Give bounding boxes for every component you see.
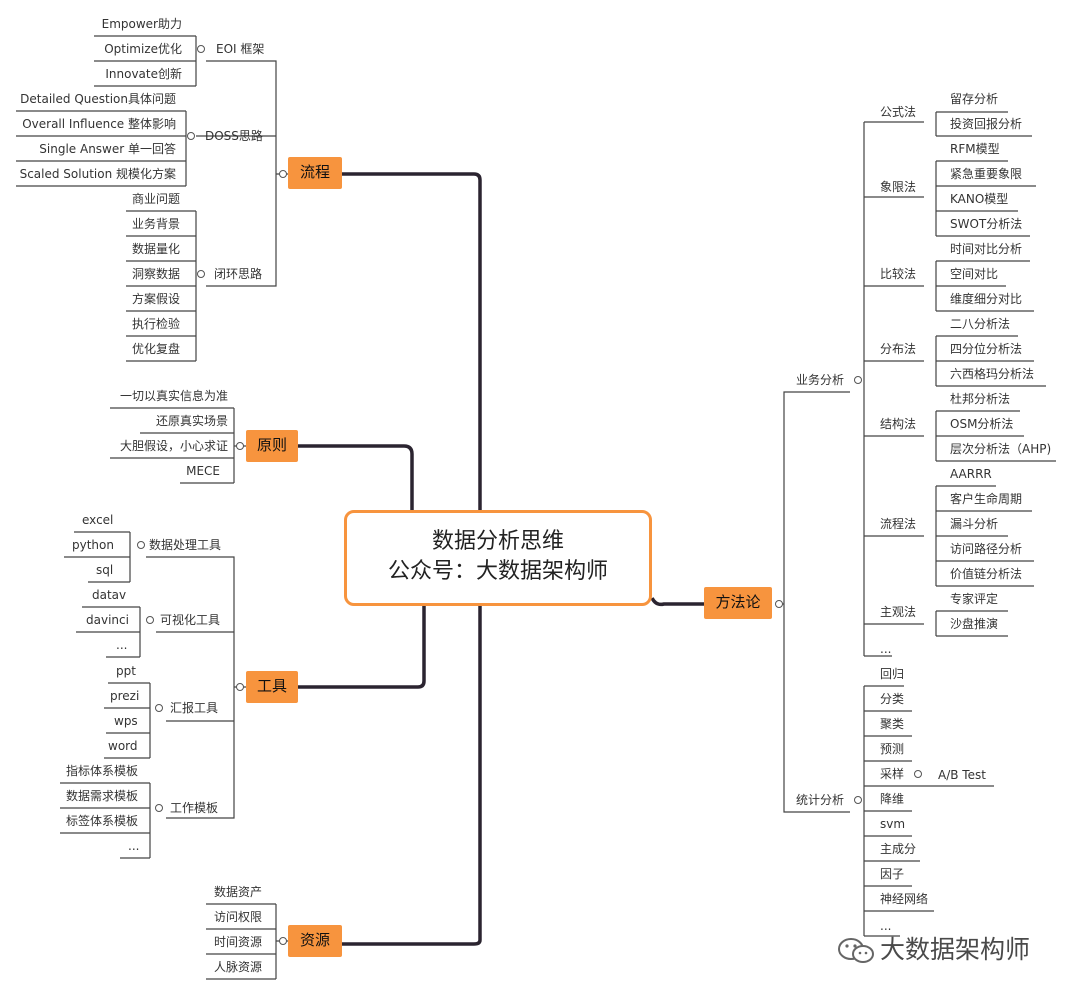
- leaf-tpl-3[interactable]: 标签体系模板: [66, 814, 139, 828]
- leaf-yuanze-1[interactable]: 一切以真实信息为准: [119, 389, 228, 403]
- method-zhuguan[interactable]: 主观法: [880, 605, 917, 619]
- branch-tongji[interactable]: 统计分析: [796, 793, 845, 807]
- leaf-liuchengfa-2[interactable]: 客户生命周期: [950, 492, 1023, 506]
- stat-4[interactable]: 预测: [880, 742, 905, 756]
- leaf-ziyuan-4[interactable]: 人脉资源: [214, 960, 263, 974]
- stat-9[interactable]: 因子: [880, 867, 905, 881]
- leaf-yuanze-2[interactable]: 还原真实场景: [155, 414, 228, 428]
- leaf-tool-davinci[interactable]: davinci: [86, 613, 129, 627]
- stat-10[interactable]: 神经网络: [880, 892, 929, 906]
- leaf-doss-3[interactable]: Single Answer 单一回答: [39, 142, 176, 156]
- topic-gongju[interactable]: 工具: [246, 671, 298, 703]
- stat-1[interactable]: 回归: [880, 667, 905, 681]
- leaf-xiangxian-1[interactable]: RFM模型: [950, 142, 1000, 156]
- leaf-gongshi-2[interactable]: 投资回报分析: [950, 117, 1023, 131]
- central-subtitle: 公众号：大数据架构师: [387, 559, 608, 584]
- branch-eoi[interactable]: EOI 框架: [216, 42, 265, 56]
- leaf-jiegou-3[interactable]: 层次分析法（AHP): [950, 442, 1052, 456]
- topic-fangfalun[interactable]: 方法论: [704, 587, 772, 619]
- leaf-ziyuan-2[interactable]: 访问权限: [214, 910, 263, 924]
- stat-11[interactable]: ...: [880, 919, 892, 933]
- stat-8[interactable]: 主成分: [880, 842, 917, 856]
- leaf-zhuguan-1[interactable]: 专家评定: [950, 592, 999, 606]
- leaf-tpl-1[interactable]: 指标体系模板: [66, 764, 139, 778]
- wechat-icon: [838, 938, 874, 963]
- leaf-ziyuan-3[interactable]: 时间资源: [214, 935, 263, 949]
- method-gongshi[interactable]: 公式法: [880, 105, 917, 119]
- leaf-eoi-1[interactable]: Empower助力: [101, 17, 182, 31]
- method-xiangxian[interactable]: 象限法: [880, 180, 917, 194]
- leaf-liuchengfa-4[interactable]: 访问路径分析: [950, 542, 1023, 556]
- leaf-fenbu-3[interactable]: 六西格玛分析法: [950, 367, 1035, 381]
- leaf-gongshi-1[interactable]: 留存分析: [950, 92, 999, 106]
- leaf-tpl-more[interactable]: ...: [128, 839, 140, 853]
- leaf-tool-word[interactable]: word: [108, 739, 138, 753]
- stat-ab-test[interactable]: A/B Test: [938, 768, 986, 782]
- leaf-doss-4[interactable]: Scaled Solution 规模化方案: [19, 167, 176, 181]
- leaf-bihuan-2[interactable]: 业务背景: [132, 217, 181, 231]
- method-bijiao[interactable]: 比较法: [880, 267, 917, 281]
- leaf-jiegou-1[interactable]: 杜邦分析法: [950, 392, 1011, 406]
- leaf-tool-prezi[interactable]: prezi: [110, 689, 140, 703]
- leaf-tool-ppt[interactable]: ppt: [116, 664, 136, 678]
- stat-3[interactable]: 聚类: [880, 717, 905, 731]
- leaf-tool-sql[interactable]: sql: [96, 563, 114, 577]
- leaf-eoi-2[interactable]: Optimize优化: [104, 42, 182, 56]
- leaf-tool-more1[interactable]: ...: [116, 638, 128, 652]
- method-fenbu[interactable]: 分布法: [880, 342, 917, 356]
- leaf-bihuan-3[interactable]: 数据量化: [132, 242, 181, 256]
- leaf-yuanze-4[interactable]: MECE: [186, 464, 220, 478]
- leaf-fenbu-1[interactable]: 二八分析法: [950, 317, 1011, 331]
- topic-liucheng[interactable]: 流程: [288, 157, 342, 189]
- branch-gongzuo[interactable]: 工作模板: [170, 801, 219, 815]
- central-topic[interactable]: 数据分析思维 公众号：大数据架构师: [344, 510, 652, 606]
- leaf-bijiao-1[interactable]: 时间对比分析: [950, 242, 1023, 256]
- leaf-bihuan-6[interactable]: 执行检验: [132, 317, 181, 331]
- leaf-doss-2[interactable]: Overall Influence 整体影响: [22, 117, 176, 131]
- stat-2[interactable]: 分类: [880, 692, 905, 706]
- leaf-ziyuan-1[interactable]: 数据资产: [214, 885, 263, 899]
- leaf-bihuan-7[interactable]: 优化复盘: [132, 342, 181, 356]
- leaf-doss-1[interactable]: Detailed Question具体问题: [20, 92, 176, 106]
- leaf-tool-python[interactable]: python: [72, 538, 114, 552]
- branch-shujuchuli[interactable]: 数据处理工具: [149, 538, 222, 552]
- topic-ziyuan[interactable]: 资源: [288, 925, 342, 957]
- leaf-bihuan-1[interactable]: 商业问题: [132, 192, 181, 206]
- leaf-xiangxian-4[interactable]: SWOT分析法: [950, 217, 1023, 231]
- branch-huibao[interactable]: 汇报工具: [170, 701, 219, 715]
- stat-6[interactable]: 降维: [880, 792, 905, 806]
- watermark-text: 大数据架构师: [880, 935, 1031, 964]
- leaf-fenbu-2[interactable]: 四分位分析法: [950, 342, 1023, 356]
- stat-5[interactable]: 采样: [880, 767, 905, 781]
- branch-keshihua[interactable]: 可视化工具: [160, 613, 221, 627]
- leaf-bijiao-2[interactable]: 空间对比: [950, 267, 999, 281]
- method-liucheng[interactable]: 流程法: [880, 517, 917, 531]
- leaf-eoi-3[interactable]: Innovate创新: [105, 67, 182, 81]
- leaf-bihuan-4[interactable]: 洞察数据: [132, 267, 181, 281]
- leaf-tpl-2[interactable]: 数据需求模板: [66, 789, 139, 803]
- leaf-liuchengfa-3[interactable]: 漏斗分析: [950, 517, 999, 531]
- leaf-yuanze-3[interactable]: 大胆假设，小心求证: [119, 439, 228, 453]
- leaf-xiangxian-2[interactable]: 紧急重要象限: [950, 167, 1023, 181]
- leaf-bihuan-5[interactable]: 方案假设: [132, 292, 181, 306]
- leaf-tool-excel[interactable]: excel: [82, 513, 114, 527]
- leaf-liuchengfa-1[interactable]: AARRR: [950, 467, 992, 481]
- branch-doss[interactable]: DOSS思路: [205, 129, 263, 143]
- watermark: 大数据架构师: [836, 930, 1030, 966]
- leaf-tool-wps[interactable]: wps: [114, 714, 138, 728]
- leaf-jiegou-2[interactable]: OSM分析法: [950, 417, 1014, 431]
- leaf-liuchengfa-5[interactable]: 价值链分析法: [950, 567, 1023, 581]
- leaf-bijiao-3[interactable]: 维度细分对比: [950, 292, 1023, 306]
- method-jiegou[interactable]: 结构法: [880, 417, 917, 431]
- branch-yewu[interactable]: 业务分析: [796, 373, 845, 387]
- stat-7[interactable]: svm: [880, 817, 906, 831]
- topic-yuanze[interactable]: 原则: [246, 430, 298, 462]
- central-title: 数据分析思维: [431, 529, 564, 554]
- method-more[interactable]: ...: [880, 642, 892, 656]
- leaf-xiangxian-3[interactable]: KANO模型: [950, 192, 1009, 206]
- branch-bihuan[interactable]: 闭环思路: [214, 267, 263, 281]
- leaf-zhuguan-2[interactable]: 沙盘推演: [950, 617, 999, 631]
- leaf-tool-datav[interactable]: datav: [92, 588, 127, 602]
